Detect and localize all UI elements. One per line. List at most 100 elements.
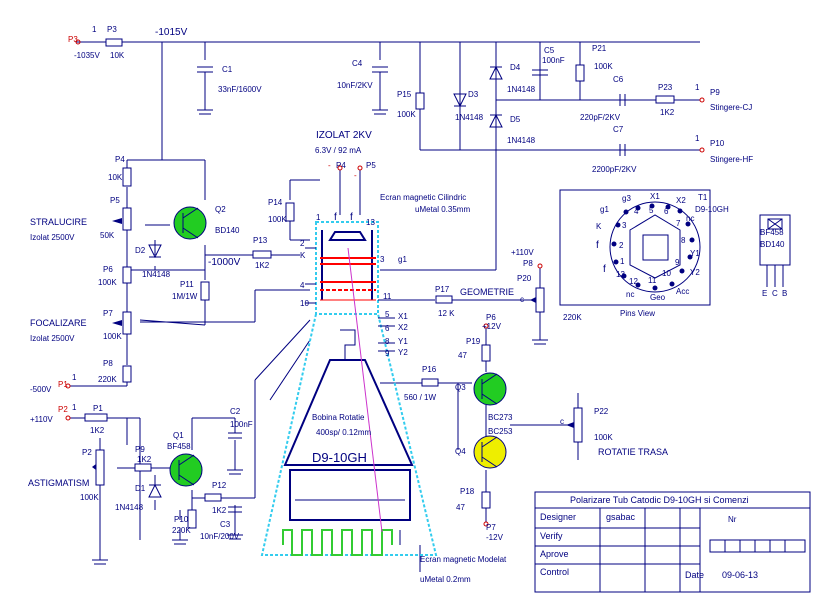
- pin-y1: Y1: [690, 249, 700, 258]
- p11-val: 1M/1W: [172, 292, 198, 301]
- tube-pin-11: 11: [383, 292, 392, 301]
- c7-ref: C7: [613, 125, 624, 134]
- tube-x2: X2: [398, 323, 408, 332]
- t1-ref: T1: [698, 193, 708, 202]
- q3-ref: Q3: [455, 383, 466, 392]
- net-p2-pin: 1: [72, 403, 77, 412]
- q4-val: BC253: [488, 427, 513, 436]
- net-p6: P6: [486, 313, 496, 322]
- pin-x1: X1: [650, 192, 660, 201]
- p18-val: 47: [456, 503, 465, 512]
- p7-ref: P7: [103, 309, 113, 318]
- label-umetal035: uMetal 0.35mm: [415, 205, 470, 214]
- pin-3: 3: [622, 221, 627, 230]
- d2-val: 1N4148: [142, 270, 171, 279]
- c4-ref: C4: [352, 59, 363, 68]
- tr-pin-b: B: [782, 289, 787, 298]
- tube-y2: Y2: [398, 348, 408, 357]
- pin-nc-bottom: nc: [626, 290, 634, 299]
- p9-val: 1K2: [137, 455, 152, 464]
- p14-val: 100K: [268, 215, 287, 224]
- q2-ref: Q2: [215, 205, 226, 214]
- c6-val: 220pF/2KV: [580, 113, 621, 122]
- tube-pin-1: 1: [316, 213, 321, 222]
- pin-geo: Geo: [650, 293, 666, 302]
- c1-ref: C1: [222, 65, 233, 74]
- tube-pin-9: 9: [385, 349, 390, 358]
- q1-ref: Q1: [173, 431, 184, 440]
- q2-val: BD140: [215, 226, 240, 235]
- pin-10: 10: [662, 269, 671, 278]
- p6-ref: P6: [103, 265, 113, 274]
- label-k: K: [300, 251, 306, 260]
- q1-val: BF458: [167, 442, 191, 451]
- p5-ref: P5: [110, 196, 120, 205]
- label-g1: g1: [398, 255, 407, 264]
- p8-ref: P8: [103, 359, 113, 368]
- pin-13: 13: [616, 270, 625, 279]
- tube-pin-10: 10: [300, 299, 309, 308]
- net-p9-pin: 1: [695, 83, 700, 92]
- pin-nc-top: nc: [686, 214, 694, 223]
- d1-val: 1N4148: [115, 503, 144, 512]
- tb-aprove-label: Aprove: [540, 549, 569, 559]
- c1-val: 33nF/1600V: [218, 85, 262, 94]
- p19-ref: P19: [466, 337, 481, 346]
- c2-ref: C2: [230, 407, 241, 416]
- label-pins-view: Pins View: [620, 309, 655, 318]
- net-p1-pin: 1: [72, 373, 77, 382]
- p19-val: 47: [458, 351, 467, 360]
- label-bobina2: 400sp/ 0.12mm: [316, 428, 371, 437]
- pin-f1: f: [596, 240, 599, 251]
- net-p2-voltage: +110V: [30, 415, 53, 424]
- pin-diagram: [559, 189, 711, 306]
- p22-wiper: c: [560, 417, 564, 426]
- title-block: [534, 491, 811, 593]
- p8-val: 220K: [98, 375, 117, 384]
- tube-pin-8: 8: [385, 337, 390, 346]
- net-p6-voltage: +12V: [482, 322, 502, 331]
- net-p8-voltage: +110V: [511, 248, 534, 257]
- q4-ref: Q4: [455, 447, 466, 456]
- tb-date: 09-06-13: [722, 570, 758, 580]
- d3-ref: D3: [468, 90, 479, 99]
- net-p4-pin: -: [328, 161, 331, 170]
- tube-x1: X1: [398, 312, 408, 321]
- p21-ref: P21: [592, 44, 607, 53]
- d4-val: 1N4148: [507, 85, 536, 94]
- p15-ref: P15: [397, 90, 412, 99]
- tb-title: Polarizare Tub Catodic D9-10GH si Comenz…: [570, 495, 749, 505]
- label-supply: 6.3V / 92 mA: [315, 146, 362, 155]
- pin-11: 11: [648, 276, 657, 285]
- p16-val: 560 / 1W: [404, 393, 436, 402]
- pin-f2: f: [603, 264, 606, 275]
- c3-ref: C3: [220, 520, 231, 529]
- p7-val: 100K: [103, 332, 122, 341]
- pin-8: 8: [681, 236, 686, 245]
- tube-y1: Y1: [398, 337, 408, 346]
- pin-acc: Acc: [676, 287, 689, 296]
- c6-ref: C6: [613, 75, 624, 84]
- p1-val: 1K2: [90, 426, 105, 435]
- c7-val: 2200pF/2KV: [592, 165, 637, 174]
- p6-val: 100K: [98, 278, 117, 287]
- pin-6: 6: [664, 207, 669, 216]
- tube-pin-3: 3: [380, 255, 385, 264]
- tb-nr-label: Nr: [728, 515, 737, 524]
- p2-ref: P2: [82, 448, 92, 457]
- transistor-package: [759, 214, 791, 287]
- net-p5: P5: [366, 161, 376, 170]
- net-p4: P4: [336, 161, 346, 170]
- c3-val: 10nF/200V: [200, 532, 240, 541]
- pin-7: 7: [676, 219, 681, 228]
- tube-pin-5: 5: [385, 310, 390, 319]
- net-p10: P10: [710, 139, 725, 148]
- p20-ref: P20: [517, 274, 532, 283]
- p5-val: 50K: [100, 231, 115, 240]
- net-p7: P7: [486, 523, 496, 532]
- net-p8: P8: [523, 259, 533, 268]
- net-p5-pin: -: [354, 171, 357, 180]
- p10-val: 220K: [172, 526, 191, 535]
